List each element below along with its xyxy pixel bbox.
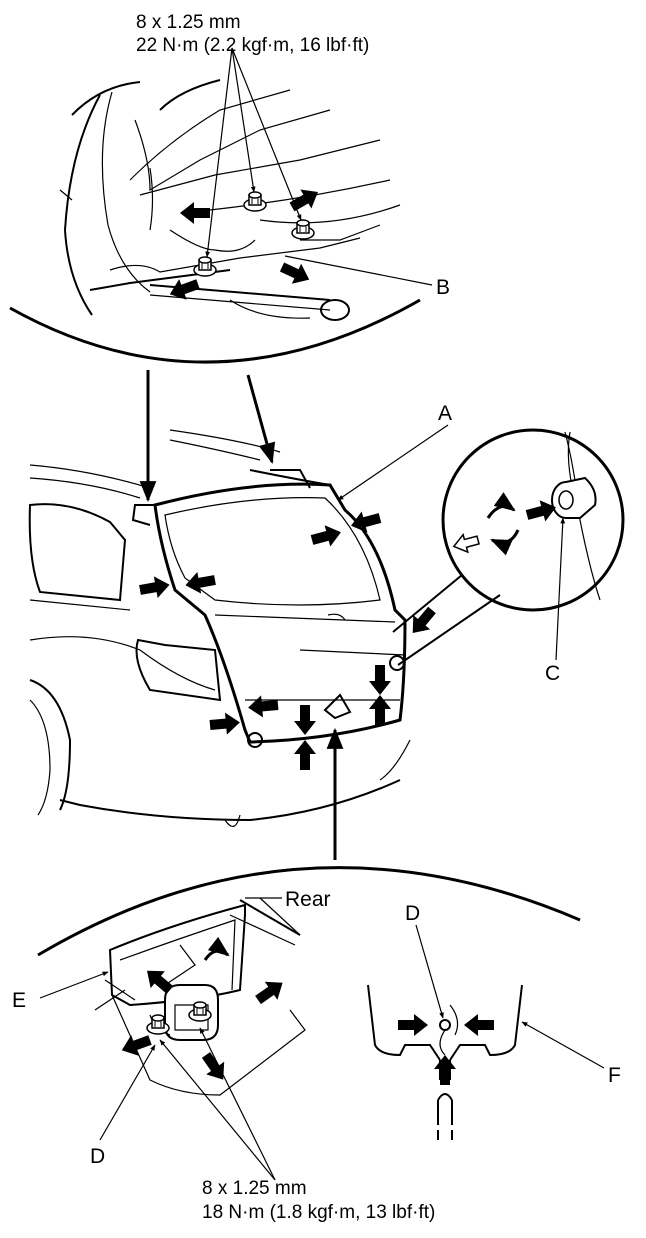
callout-e: E xyxy=(12,989,26,1012)
top-torque-value: 22 N·m (2.2 kgf·m, 16 lbf·ft) xyxy=(136,35,369,56)
callout-rear: Rear xyxy=(285,888,331,911)
turn-arrow-icon xyxy=(203,936,230,961)
push-arrow-icon xyxy=(209,711,241,736)
push-arrow-icon xyxy=(196,1048,233,1086)
push-arrow-icon xyxy=(450,530,482,556)
callout-d-left-leader xyxy=(99,1044,156,1141)
push-arrow-icon xyxy=(251,973,289,1010)
top-torque-size: 8 x 1.25 mm xyxy=(136,12,241,33)
callout-f: F xyxy=(608,1064,621,1087)
clip-detail-boundary xyxy=(441,428,625,612)
callout-b: B xyxy=(436,276,450,299)
callout-d-right-leader xyxy=(415,924,444,1019)
push-arrow-icon xyxy=(434,1055,456,1085)
callout-f-leader xyxy=(521,1021,605,1069)
push-arrow-icon xyxy=(183,569,217,597)
turn-arrow-icon xyxy=(486,492,516,519)
callout-b-leader xyxy=(284,255,433,286)
push-arrow-icon xyxy=(138,573,172,601)
bolt-icon xyxy=(243,191,267,212)
callout-d-right: D xyxy=(405,902,420,925)
callout-c: C xyxy=(545,662,560,685)
callout-a-leader xyxy=(337,424,449,501)
bottom-detail-boundary xyxy=(37,866,581,957)
bolt-icon xyxy=(193,256,217,277)
push-arrow-icon xyxy=(294,740,316,770)
vehicle-rear-view: A xyxy=(28,402,501,827)
callout-e-leader xyxy=(39,971,109,999)
striker-pin-icon xyxy=(439,1019,451,1031)
bottom-torque-value: 18 N·m (1.8 kgf·m, 13 lbf·ft) xyxy=(202,1202,435,1223)
latch-icon xyxy=(323,693,352,720)
top-detail-pointer-right xyxy=(246,374,276,465)
push-arrow-icon xyxy=(277,257,314,290)
push-arrow-icon xyxy=(286,182,324,217)
push-arrow-icon xyxy=(247,694,279,719)
push-arrow-icon xyxy=(294,705,316,735)
callout-a: A xyxy=(438,402,452,425)
push-arrow-icon xyxy=(369,665,391,695)
push-arrow-icon xyxy=(398,1014,428,1036)
top-detail-boundary xyxy=(9,298,421,364)
callout-c-leader xyxy=(555,517,566,661)
push-arrow-icon xyxy=(180,202,210,224)
clip-icon xyxy=(551,476,597,519)
bottom-torque-size: 8 x 1.25 mm xyxy=(202,1178,307,1199)
push-arrow-icon xyxy=(309,521,344,551)
callout-d-left: D xyxy=(90,1145,105,1168)
push-arrow-icon xyxy=(464,1014,494,1036)
turn-arrow-icon xyxy=(490,529,520,556)
top-detail-view: B 8 x 1.25 mm 22 N·m (2.2 kgf·m, 16 lbf·… xyxy=(9,12,450,364)
bottom-detail-view: E Rear D 8 x 1.25 mm 18 N·m (1.8 kgf·m, … xyxy=(12,866,621,1223)
clip-detail-view: C xyxy=(441,428,625,685)
